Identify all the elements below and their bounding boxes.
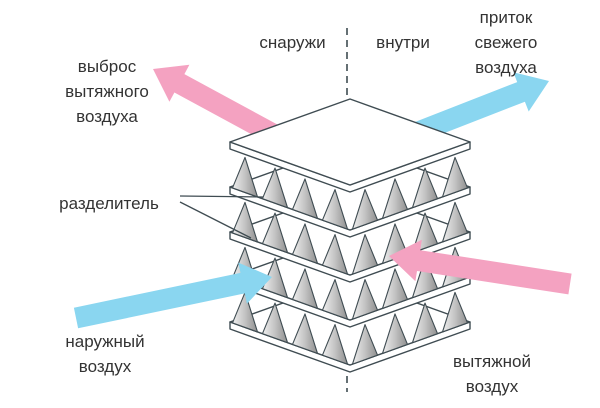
corrugation-triangle	[321, 324, 349, 365]
label-exhaust-air-line1: вытяжной	[453, 352, 531, 371]
exhaust-out-arrow	[153, 64, 289, 150]
corrugation-triangle	[321, 234, 349, 275]
corrugation-triangle	[441, 201, 469, 243]
label-outside: снаружи	[240, 30, 345, 55]
exhaust-air-arrow	[389, 239, 572, 295]
label-exhaust-air-line2: воздух	[465, 377, 519, 396]
corrugation-triangle	[291, 223, 319, 264]
label-outdoor-air-line1: наружный	[65, 332, 145, 351]
label-inside-text: внутри	[376, 33, 430, 52]
label-fresh-in-line2: свежего	[474, 33, 538, 52]
label-fresh-in-line3: воздуха	[475, 58, 537, 77]
corrugation-triangle	[351, 279, 379, 320]
corrugation-triangle	[441, 156, 469, 198]
label-exhaust-out-line3: воздуха	[76, 107, 138, 126]
fresh-in-arrow	[409, 72, 549, 144]
label-fresh-in-line1: приток	[479, 8, 533, 27]
corrugation-triangle	[261, 212, 289, 254]
label-outdoor-air: наружный воздух	[27, 329, 183, 379]
label-inside: внутри	[356, 30, 450, 55]
corrugation-triangle	[411, 302, 439, 344]
corrugation-triangle	[351, 189, 379, 230]
corrugation-triangle	[291, 268, 319, 309]
corrugation-triangle	[291, 178, 319, 219]
corrugation-triangle	[261, 257, 289, 299]
label-outdoor-air-line2: воздух	[78, 357, 132, 376]
label-separator-text: разделитель	[59, 194, 159, 213]
label-fresh-in: приток свежего воздуха	[430, 5, 582, 80]
corrugation-triangle	[381, 313, 409, 354]
corrugation-triangle	[261, 167, 289, 209]
corrugation-triangle	[351, 234, 379, 275]
label-outside-text: снаружи	[259, 33, 326, 52]
corrugation-triangle	[321, 279, 349, 320]
label-exhaust-air: вытяжной воздух	[414, 349, 570, 399]
label-exhaust-out-line1: выброс	[77, 57, 137, 76]
corrugation-triangle	[381, 268, 409, 309]
corrugation-triangle	[351, 324, 379, 365]
corrugation-triangle	[291, 313, 319, 354]
corrugation-triangle	[231, 291, 259, 333]
label-exhaust-out: выброс вытяжного воздуха	[28, 54, 186, 129]
separator-plate	[229, 98, 471, 186]
outdoor-air-arrow	[73, 262, 273, 329]
corrugation-triangle	[261, 302, 289, 344]
label-exhaust-out-line2: вытяжного	[65, 82, 149, 101]
corrugation-triangle	[231, 156, 259, 198]
corrugation-triangle	[321, 189, 349, 230]
separator-pointer-line	[179, 201, 252, 239]
corrugation-triangle	[381, 178, 409, 219]
separator-pointer-line	[179, 195, 264, 198]
corrugation-triangle	[411, 257, 439, 299]
corrugation-triangle	[441, 291, 469, 333]
corrugation-triangle	[411, 167, 439, 209]
label-separator: разделитель	[40, 191, 178, 216]
